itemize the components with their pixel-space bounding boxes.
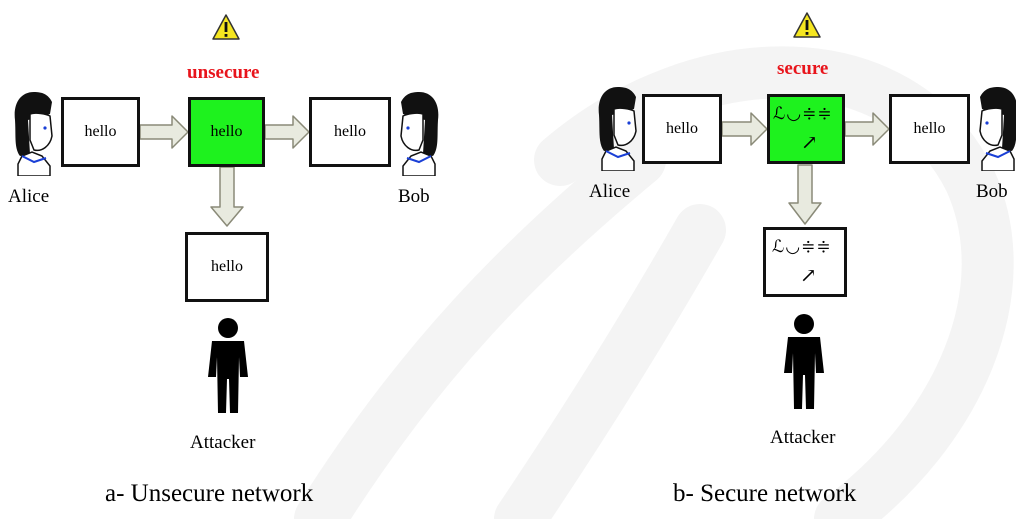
alice-label: Alice — [589, 181, 631, 202]
bob-label: Bob — [398, 186, 430, 207]
message-channel: hello — [188, 97, 265, 167]
attacker-silhouette-icon — [208, 318, 248, 413]
arrow-icon — [139, 115, 189, 149]
cipher-line-1: ℒ◡≑≑ — [773, 104, 833, 123]
arrow-icon — [264, 115, 310, 149]
alice-label: Alice — [8, 186, 50, 207]
man-icon — [400, 92, 439, 176]
arrow-icon — [721, 112, 768, 146]
cipher-line-2: ↗ — [801, 132, 818, 154]
woman-icon — [14, 92, 53, 176]
arrow-icon — [844, 112, 890, 146]
message-bob: hello — [309, 97, 391, 167]
message-channel-encrypted: ℒ◡≑≑ ↗ — [767, 94, 845, 164]
message-attacker-encrypted: ℒ◡≑≑ ↗ — [763, 227, 847, 297]
attacker-silhouette-icon — [784, 314, 824, 409]
cipher-text: ℒ◡≑≑ ↗ — [771, 102, 841, 156]
message-bob: hello — [889, 94, 970, 164]
warning-icon — [212, 14, 240, 40]
man-icon — [979, 87, 1016, 171]
arrow-icon — [788, 164, 822, 225]
arrows-b — [721, 112, 890, 225]
cipher-text: ℒ◡≑≑ ↗ — [770, 235, 840, 289]
cipher-line-2: ↗ — [800, 265, 817, 287]
bob-label: Bob — [976, 181, 1008, 202]
caption-a: a- Unsecure network — [105, 480, 314, 507]
warning-icon — [793, 12, 821, 38]
status-label: unsecure — [187, 62, 260, 83]
attacker-label: Attacker — [770, 427, 836, 448]
panel-secure: secure Alice hello ℒ◡≑≑ ↗ hello ℒ◡≑≑ ↗ B… — [580, 0, 1016, 519]
caption-b: b- Secure network — [673, 480, 857, 507]
message-alice: hello — [61, 97, 140, 167]
status-label: secure — [777, 58, 829, 79]
woman-icon — [598, 87, 637, 171]
message-alice: hello — [642, 94, 722, 164]
cipher-line-1: ℒ◡≑≑ — [772, 237, 832, 256]
arrow-icon — [210, 166, 244, 227]
message-attacker: hello — [185, 232, 269, 302]
attacker-label: Attacker — [190, 432, 256, 453]
panel-unsecure: unsecure Alice hello hello hello hello B… — [0, 0, 480, 519]
arrows-a — [139, 115, 310, 227]
